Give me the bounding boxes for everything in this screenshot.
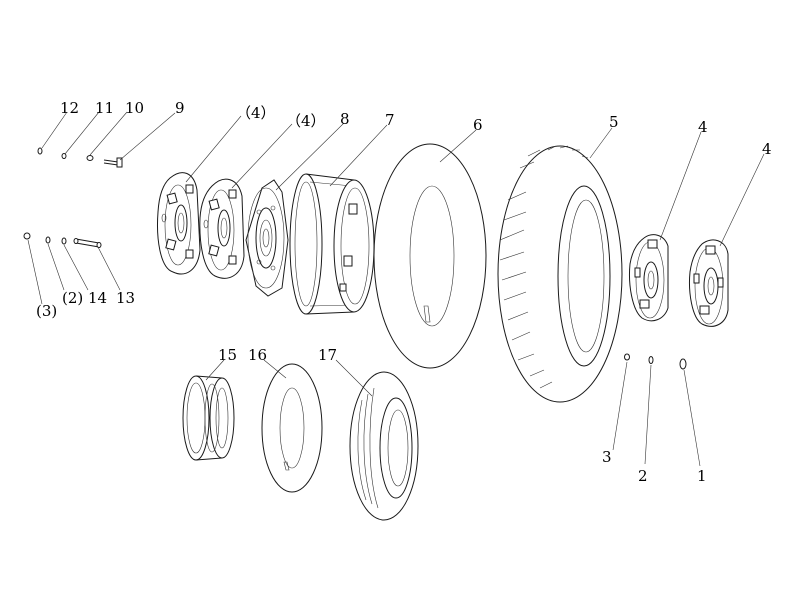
part-5-rear-tyre: [497, 145, 623, 403]
part-2-washer-right: [648, 356, 654, 364]
part-1-lug-nut: [679, 358, 687, 370]
part-9-bolt: [103, 157, 123, 168]
part-10-washer: [86, 155, 94, 161]
counterweight-4c: [629, 234, 669, 322]
label-1: 1: [697, 467, 707, 485]
part-8-hub-disc: [245, 179, 289, 297]
label-17: 17: [318, 346, 337, 364]
part-3-nut-left: [23, 232, 31, 240]
label-14: 14: [88, 289, 107, 307]
part-15-front-rim: [182, 375, 235, 461]
part-6-rear-tube: [373, 143, 487, 369]
counterweight-4d: [689, 239, 729, 327]
label-16: 16: [248, 346, 267, 364]
label-paren-2: (2): [62, 289, 83, 307]
label-5: 5: [609, 113, 619, 131]
part-13-stud: [73, 238, 102, 248]
label-9: 9: [175, 99, 185, 117]
counterweight-4a: [157, 172, 201, 275]
part-2-washer-left: [45, 236, 51, 244]
part-7-rear-rim: [289, 173, 375, 315]
part-14-washer: [61, 237, 67, 245]
label-6: 6: [473, 116, 483, 134]
label-paren-3: (3): [36, 302, 57, 320]
label-10: 10: [125, 99, 144, 117]
label-11: 11: [95, 99, 114, 117]
leader-lines: [27, 111, 765, 467]
part-11-washer: [61, 153, 67, 159]
label-paren-4-a: （4）: [236, 104, 276, 122]
label-paren-4-b: （4）: [286, 112, 326, 130]
label-2: 2: [638, 467, 648, 485]
label-15: 15: [218, 346, 237, 364]
part-17-front-tyre: [349, 371, 419, 521]
label-13: 13: [116, 289, 135, 307]
label-4-b: 4: [762, 140, 772, 158]
part-3-nut-right: [624, 353, 630, 361]
part-16-front-tube: [261, 363, 323, 493]
part-12-nut: [37, 147, 43, 155]
label-3: 3: [602, 448, 612, 466]
label-8: 8: [340, 110, 350, 128]
counterweight-4b: [199, 178, 245, 279]
label-7: 7: [385, 111, 395, 129]
label-4-a: 4: [698, 118, 708, 136]
label-12: 12: [60, 99, 79, 117]
